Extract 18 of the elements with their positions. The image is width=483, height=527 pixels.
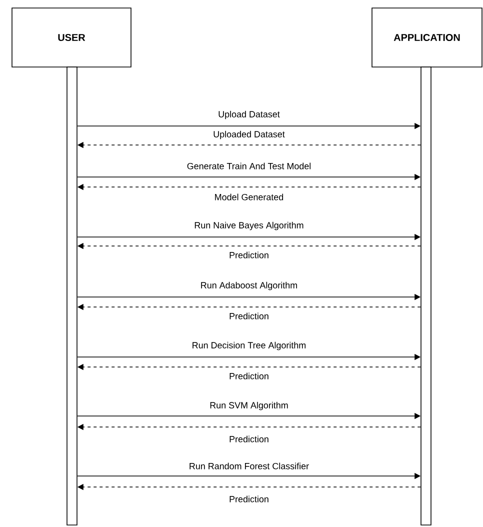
edge-label: Run SVM Algorithm (208, 400, 290, 412)
edge-label: Prediction (228, 372, 270, 380)
lifeline-box: USER (12, 8, 132, 68)
edge-label: Run Random Forest Classifier (188, 462, 310, 470)
edge-label: Prediction (228, 250, 270, 260)
edge-label: Model Generated (213, 192, 285, 202)
edge-label: Run Decision Tree Algorithm (190, 340, 308, 352)
edge-label: Prediction (228, 434, 270, 444)
lifeline-box: APPLICATION (372, 8, 482, 68)
edge-label: Prediction (228, 312, 270, 320)
edge-label: Generate Train And Test Model (186, 162, 312, 170)
edge-label: Run Naive Bayes Algorithm (193, 220, 305, 232)
edge-label: Uploaded Dataset (212, 130, 286, 140)
edge-label: Run Adaboost Algorithm (199, 280, 299, 292)
edge-label: Prediction (228, 494, 270, 504)
edge-label: Upload Dataset (217, 110, 281, 120)
activation-bar (66, 66, 78, 526)
activation-bar (420, 66, 432, 526)
